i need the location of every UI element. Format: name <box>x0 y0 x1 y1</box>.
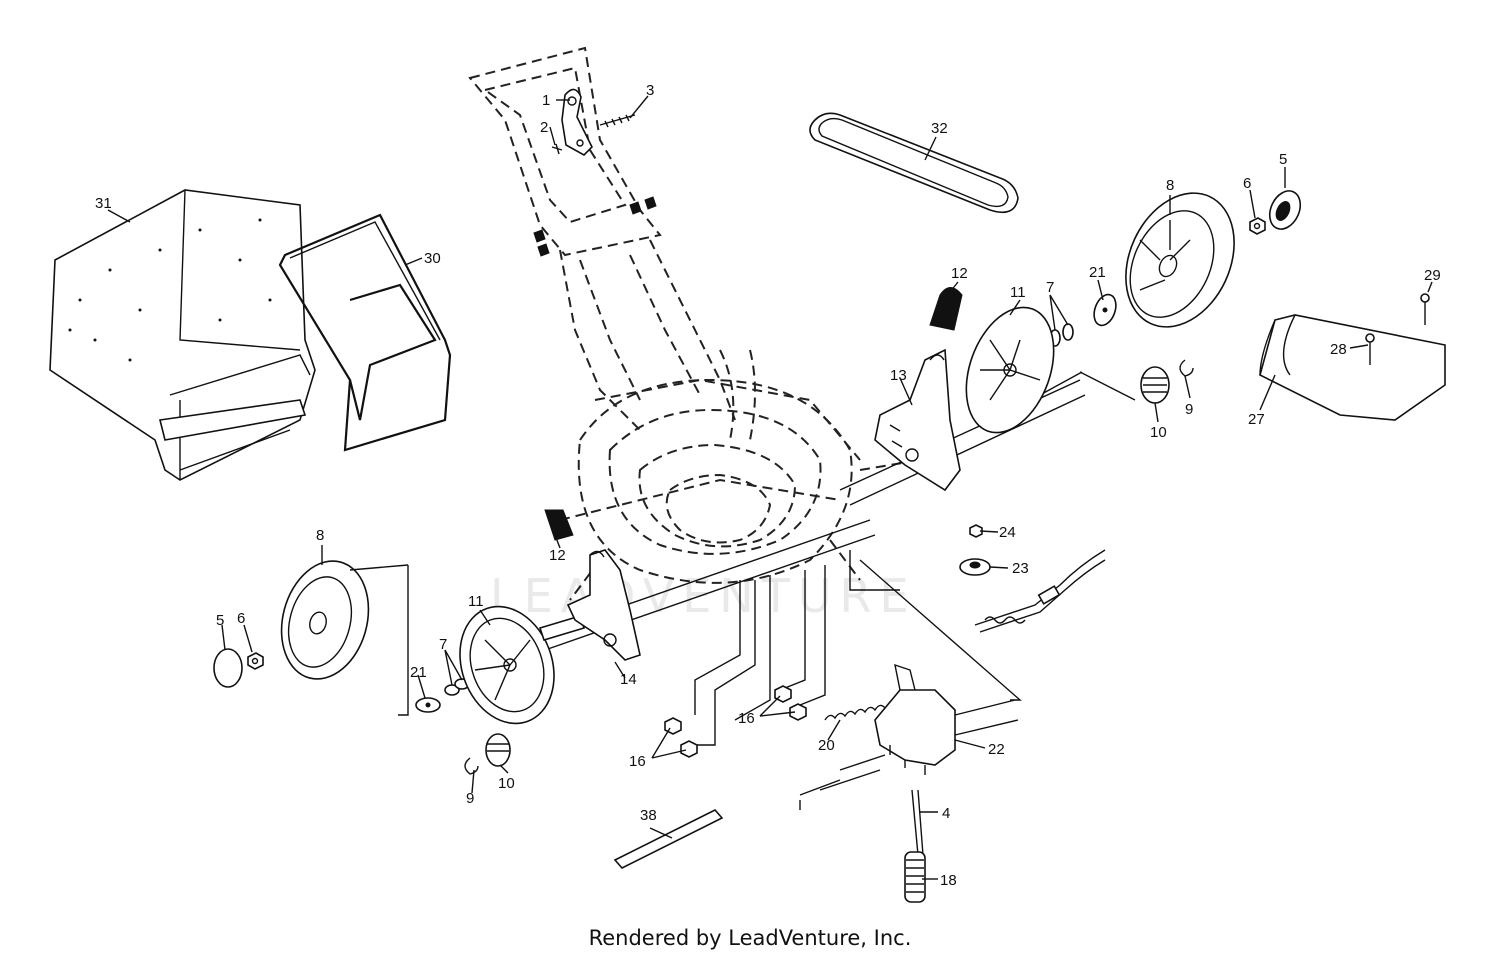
part-label-23: 23 <box>1012 560 1029 577</box>
part-label-9-left: 9 <box>466 790 474 807</box>
part-label-9-right: 9 <box>1185 401 1193 418</box>
engine-deck <box>559 349 921 601</box>
part-label-28: 28 <box>1330 341 1347 358</box>
part-label-21-right: 21 <box>1089 264 1106 281</box>
part-label-10-left: 10 <box>498 775 515 792</box>
clip-9-left <box>464 757 479 775</box>
part-label-7-right: 7 <box>1046 279 1054 296</box>
height-adjuster-right <box>874 348 961 492</box>
handle-grip-marks <box>533 196 657 257</box>
pinion-10-left <box>485 733 511 767</box>
rod-38 <box>613 809 724 869</box>
footer-credit: Rendered by LeadVenture, Inc. <box>588 926 912 950</box>
nut-frame-lines <box>690 565 826 746</box>
lever-grip-12-right <box>929 287 963 331</box>
rear-wheel-right <box>1125 192 1235 328</box>
axle-stub-left <box>538 615 586 641</box>
handle-assembly <box>468 46 861 461</box>
nuts-16 <box>664 685 807 758</box>
rear-skirt <box>1259 314 1446 421</box>
part-label-27: 27 <box>1248 411 1265 428</box>
part-label-10-right: 10 <box>1150 424 1167 441</box>
part-label-18: 18 <box>940 872 957 889</box>
part-label-6-left: 6 <box>237 610 245 627</box>
part-label-24: 24 <box>999 524 1016 541</box>
washer-21-left <box>415 697 441 713</box>
part-label-32: 32 <box>931 120 948 137</box>
part-label-16-right: 16 <box>738 710 755 727</box>
nut-24 <box>969 524 983 538</box>
part-label-5-left: 5 <box>216 612 224 629</box>
part-label-5-right: 5 <box>1279 151 1287 168</box>
transmission <box>799 663 1019 810</box>
bag-texture <box>68 218 272 362</box>
part-label-29: 29 <box>1424 267 1441 284</box>
shaft-4 <box>911 789 924 856</box>
part-label-31: 31 <box>95 195 112 212</box>
part-label-8-right: 8 <box>1166 177 1174 194</box>
pinion-10-right <box>1140 366 1170 404</box>
drive-belt <box>809 112 1019 214</box>
part-label-11-left: 11 <box>468 593 484 610</box>
part-label-22: 22 <box>988 741 1005 758</box>
part-label-30: 30 <box>424 250 441 267</box>
part-label-2: 2 <box>540 119 548 136</box>
clip-9-right <box>1179 359 1194 377</box>
grass-bag <box>49 189 316 481</box>
control-cable <box>974 549 1106 633</box>
part-label-7-left: 7 <box>439 636 447 653</box>
rear-wheel-left <box>280 560 370 680</box>
part-label-6-right: 6 <box>1243 175 1251 192</box>
hubcap-5-right <box>1268 190 1302 230</box>
part-label-8-left: 8 <box>316 527 324 544</box>
part-label-14: 14 <box>620 671 637 688</box>
height-adjuster-left <box>566 549 641 661</box>
part-label-12-right: 12 <box>951 265 968 282</box>
part-label-13: 13 <box>890 367 907 384</box>
control-lever <box>551 88 636 156</box>
part-label-4: 4 <box>942 805 950 822</box>
pulley-23 <box>959 558 991 576</box>
washer-21-right <box>1093 293 1117 327</box>
leader-lines <box>107 95 1433 880</box>
part-label-38: 38 <box>640 807 657 824</box>
nut-6-left <box>247 652 264 670</box>
drive-wheel-right <box>965 306 1055 434</box>
part-label-12-left: 12 <box>549 547 566 564</box>
watermark-text: LEADVENTURE <box>490 569 917 623</box>
screw-28 <box>1365 333 1375 365</box>
hubcap-5-left <box>213 648 243 688</box>
spring-20 <box>824 704 886 721</box>
part-label-1: 1 <box>542 92 550 109</box>
part-label-11-right: 11 <box>1010 284 1026 301</box>
spring-18 <box>904 851 926 903</box>
part-label-16-left: 16 <box>629 753 646 770</box>
part-label-21-left: 21 <box>410 664 427 681</box>
nut-6-right <box>1249 217 1266 235</box>
part-labels: 1 2 3 32 31 30 8 6 5 12 11 7 21 29 28 13… <box>95 82 1441 889</box>
bag-frame <box>278 213 452 452</box>
part-label-20: 20 <box>818 737 835 754</box>
screw-29 <box>1420 293 1430 325</box>
lever-grip-12-left <box>544 509 574 541</box>
part-label-3: 3 <box>646 82 654 99</box>
drive-wheel-left <box>459 605 555 725</box>
